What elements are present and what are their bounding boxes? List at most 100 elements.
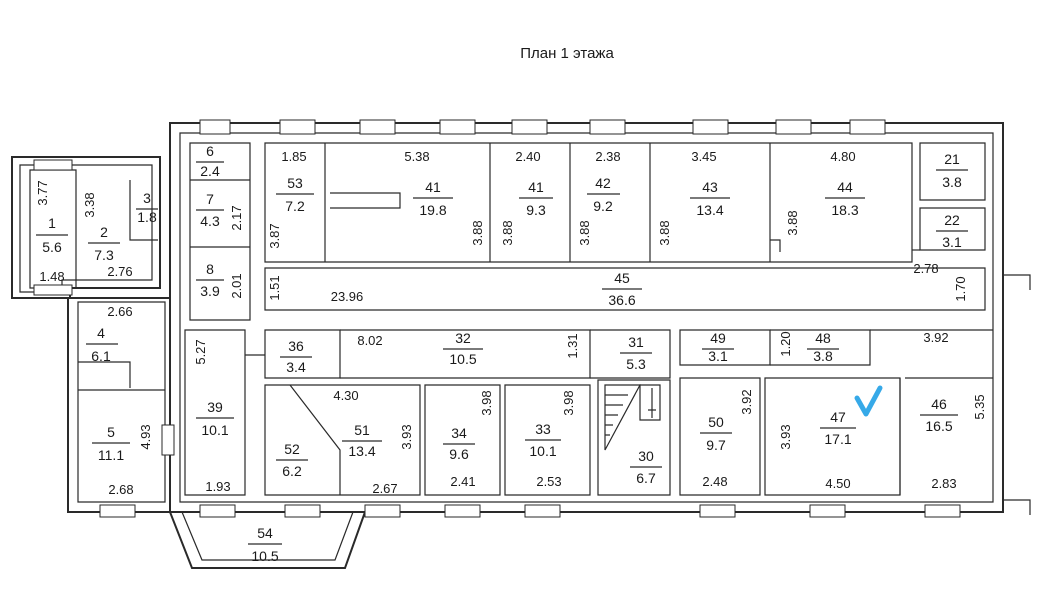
room-number: 3 [143,190,151,206]
dimension-label: 4.80 [830,149,855,164]
dimension-label: 3.93 [778,424,793,449]
room-number: 50 [708,414,724,430]
room-number: 32 [455,330,471,346]
room-number: 1 [48,215,56,231]
room-area: 7.3 [94,247,114,263]
room-number: 42 [595,175,611,191]
dimension-label: 5.27 [193,339,208,364]
room-number: 2 [100,224,108,240]
room-area: 6.2 [282,463,302,479]
dimension-label: 5.38 [404,149,429,164]
room-area: 3.8 [942,174,962,190]
dimension-label: 2.41 [450,474,475,489]
room-number: 36 [288,338,304,354]
dimension-label: 2.01 [229,273,244,298]
dimension-label: 2.76 [107,264,132,279]
room-number: 41 [425,179,441,195]
windows [33,119,961,518]
dimension-label: 3.88 [470,220,485,245]
room-number: 5 [107,424,115,440]
room-area: 3.1 [942,234,962,250]
dimension-label: 3.93 [399,424,414,449]
room-area: 3.9 [200,283,220,299]
room-number: 21 [944,151,960,167]
dimension-labels: 3.77 3.38 1.48 2.76 2.66 4.93 2.68 2.17 … [35,149,987,497]
dimension-label: 23.96 [331,289,364,304]
room-area: 3.8 [813,348,833,364]
dimension-label: 3.98 [561,390,576,415]
room-area: 3.4 [286,359,306,375]
room-area: 19.8 [419,202,446,218]
room-number: 48 [815,330,831,346]
room-area: 5.3 [626,356,646,372]
room-number: 6 [206,143,214,159]
dimension-label: 3.88 [657,220,672,245]
dimension-label: 1.51 [267,275,282,300]
room-number: 51 [354,422,370,438]
room-number: 8 [206,261,214,277]
room-number: 43 [702,179,718,195]
dimension-label: 4.50 [825,476,850,491]
room-number: 31 [628,334,644,350]
room-number: 44 [837,179,853,195]
room-area: 9.7 [706,437,726,453]
room-number: 46 [931,396,947,412]
room-area: 13.4 [348,443,375,459]
room-number: 49 [710,330,726,346]
room-area: 3.1 [708,348,728,364]
dimension-label: 3.92 [739,389,754,414]
room-area: 10.5 [251,548,278,564]
room-area: 13.4 [696,202,723,218]
dimension-label: 2.38 [595,149,620,164]
dimension-label: 2.17 [229,205,244,230]
room-labels: 1 5.6 2 7.3 3 1.8 4 6.1 5 11.1 6 2.4 7 4… [36,143,968,564]
room-area: 6.7 [636,470,656,486]
room-number: 22 [944,212,960,228]
dimension-label: 3.88 [577,220,592,245]
room-number: 30 [638,448,654,464]
room-number: 39 [207,399,223,415]
room-area: 1.8 [137,209,157,225]
dimension-label: 3.45 [691,149,716,164]
room-number: 52 [284,441,300,457]
room-area: 10.1 [529,443,556,459]
room-number: 4 [97,325,105,341]
dimension-label: 2.68 [108,482,133,497]
dimension-label: 2.53 [536,474,561,489]
room-number: 34 [451,425,467,441]
room-area: 10.5 [449,351,476,367]
dimension-label: 3.87 [267,223,282,248]
plan-title: План 1 этажа [520,45,614,62]
dimension-label: 3.38 [82,192,97,217]
room-area: 9.6 [449,446,469,462]
room-area: 18.3 [831,202,858,218]
dimension-label: 1.31 [565,333,580,358]
room-number: 33 [535,421,551,437]
dimension-label: 2.67 [372,481,397,496]
room-area: 7.2 [285,198,305,214]
dimension-label: 2.66 [107,304,132,319]
check-mark-icon [854,385,883,417]
room-area: 17.1 [824,431,851,447]
dimension-label: 1.93 [205,479,230,494]
room-area: 16.5 [925,418,952,434]
room-area: 5.6 [42,239,62,255]
dimension-label: 3.88 [500,220,515,245]
room-number: 45 [614,270,630,286]
walls [11,122,1031,569]
room-number: 54 [257,525,273,541]
room-number: 53 [287,175,303,191]
room-area: 2.4 [200,163,220,179]
dimension-label: 8.02 [357,333,382,348]
room-area: 36.6 [608,292,635,308]
room-area: 9.3 [526,202,546,218]
dimension-label: 2.83 [931,476,956,491]
room-area: 9.2 [593,198,613,214]
dimension-label: 2.48 [702,474,727,489]
dimension-label: 5.35 [972,394,987,419]
room-area: 4.3 [200,213,220,229]
room-number: 47 [830,409,846,425]
room-area: 6.1 [91,348,111,364]
dimension-label: 2.40 [515,149,540,164]
